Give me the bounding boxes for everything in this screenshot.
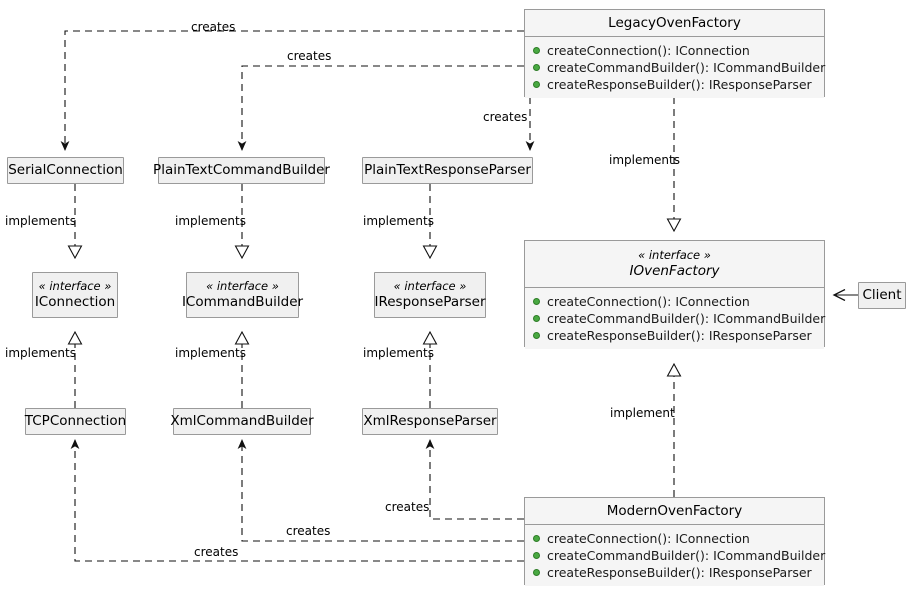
class-box-plain-text-response-parser[interactable]: PlainTextResponseParser <box>362 157 533 184</box>
stereotype-iresponseparser: « interface » <box>393 279 467 293</box>
interface-box-iconnection[interactable]: « interface » IConnection <box>32 272 118 318</box>
class-box-plain-text-command-builder[interactable]: PlainTextCommandBuilder <box>153 157 330 184</box>
class-box-tcp-connection[interactable]: TCPConnection <box>25 408 126 435</box>
class-member: createResponseBuilder(): IResponseParser <box>525 564 824 581</box>
interface-name-ioven-factory: IOvenFactory <box>629 262 720 279</box>
public-visibility-icon <box>533 81 540 88</box>
edge-label-implements-serial: implements <box>5 214 76 228</box>
class-name-plain-text-response-parser: PlainTextResponseParser <box>364 161 531 178</box>
class-name-tcp-connection: TCPConnection <box>24 412 127 429</box>
class-name-modern-oven-factory: ModernOvenFactory <box>606 502 743 519</box>
class-box-xml-command-builder[interactable]: XmlCommandBuilder <box>170 408 314 435</box>
member-label: createResponseBuilder(): IResponseParser <box>547 77 812 92</box>
public-visibility-icon <box>533 298 540 305</box>
edge-label-implements-xml-response: implements <box>363 346 434 360</box>
class-member: createCommandBuilder(): ICommandBuilder <box>525 547 826 564</box>
class-name-xml-response-parser: XmlResponseParser <box>363 412 497 429</box>
edge-label-creates-modern-xml-response: creates <box>385 500 430 514</box>
edge-creates-modern-xml-response <box>425 439 524 520</box>
edge-label-implements-xml-command: implements <box>175 346 246 360</box>
class-member: createResponseBuilder(): IResponseParser <box>525 327 824 344</box>
interface-box-icommandbuilder[interactable]: « interface » ICommandBuilder <box>182 272 303 318</box>
interface-title-ioven-factory: « interface » IOvenFactory <box>525 241 824 288</box>
member-label: createResponseBuilder(): IResponseParser <box>547 565 812 580</box>
edge-label-implements-legacy-factory: implements <box>609 153 680 167</box>
interface-name-icommandbuilder: ICommandBuilder <box>181 293 304 310</box>
stereotype-iconnection: « interface » <box>38 279 112 293</box>
member-label: createCommandBuilder(): ICommandBuilder <box>547 548 826 563</box>
stereotype-icommandbuilder: « interface » <box>206 279 279 293</box>
class-name-legacy-oven-factory: LegacyOvenFactory <box>608 14 741 31</box>
class-name-client: Client <box>862 286 902 303</box>
class-box-legacy-oven-factory[interactable]: LegacyOvenFactory createConnection(): IC… <box>524 9 826 98</box>
member-label: createConnection(): IConnection <box>547 294 750 309</box>
edge-label-implement-modern-factory: implement <box>610 406 675 420</box>
class-box-client[interactable]: Client <box>858 282 906 309</box>
interface-box-ioven-factory[interactable]: « interface » IOvenFactory createConnect… <box>524 240 826 349</box>
class-member: createCommandBuilder(): ICommandBuilder <box>525 59 826 76</box>
edge-label-creates-modern-xml-command: creates <box>286 524 331 538</box>
public-visibility-icon <box>533 552 540 559</box>
class-title-legacy-oven-factory: LegacyOvenFactory <box>525 10 824 37</box>
edge-label-implements-tcp: implements <box>5 346 76 360</box>
class-member: createConnection(): IConnection <box>525 293 824 310</box>
member-label: createResponseBuilder(): IResponseParser <box>547 328 812 343</box>
edge-creates-modern-xml-command <box>237 439 524 542</box>
class-member: createConnection(): IConnection <box>525 42 824 59</box>
public-visibility-icon <box>533 64 540 71</box>
class-name-plain-text-command-builder: PlainTextCommandBuilder <box>153 161 330 178</box>
member-label: createCommandBuilder(): ICommandBuilder <box>547 60 826 75</box>
class-members-modern-oven-factory: createConnection(): IConnection createCo… <box>525 525 826 586</box>
class-name-serial-connection: SerialConnection <box>8 161 123 178</box>
class-member: createCommandBuilder(): ICommandBuilder <box>525 310 826 327</box>
interface-box-iresponseparser[interactable]: « interface » IResponseParser <box>374 272 486 318</box>
edge-label-creates-legacy-plaintext-response: creates <box>483 110 528 124</box>
member-label: createConnection(): IConnection <box>547 43 750 58</box>
class-members-legacy-oven-factory: createConnection(): IConnection createCo… <box>525 37 826 98</box>
class-box-serial-connection[interactable]: SerialConnection <box>7 157 124 184</box>
public-visibility-icon <box>533 569 540 576</box>
interface-name-iresponseparser: IResponseParser <box>374 293 486 310</box>
class-member: createConnection(): IConnection <box>525 530 824 547</box>
public-visibility-icon <box>533 47 540 54</box>
member-label: createConnection(): IConnection <box>547 531 750 546</box>
interface-name-iconnection: IConnection <box>34 293 116 310</box>
class-name-xml-command-builder: XmlCommandBuilder <box>170 412 314 429</box>
edge-label-implements-plaintext-response: implements <box>363 214 434 228</box>
edge-label-creates-modern-tcp: creates <box>194 545 239 559</box>
public-visibility-icon <box>533 332 540 339</box>
public-visibility-icon <box>533 535 540 542</box>
edge-label-creates-legacy-plaintext-command: creates <box>287 49 332 63</box>
public-visibility-icon <box>533 315 540 322</box>
class-title-modern-oven-factory: ModernOvenFactory <box>525 498 824 525</box>
class-member: createResponseBuilder(): IResponseParser <box>525 76 824 93</box>
edge-label-implements-plaintext-command: implements <box>175 214 246 228</box>
edge-label-creates-legacy-serial: creates <box>191 20 236 34</box>
edge-creates-modern-tcp <box>70 439 524 562</box>
interface-members-ioven-factory: createConnection(): IConnection createCo… <box>525 288 826 349</box>
stereotype-ioven-factory: « interface » <box>638 248 711 263</box>
class-box-xml-response-parser[interactable]: XmlResponseParser <box>362 408 498 435</box>
class-box-modern-oven-factory[interactable]: ModernOvenFactory createConnection(): IC… <box>524 497 826 586</box>
edge-creates-legacy-plaintext-command <box>237 65 524 151</box>
member-label: createCommandBuilder(): ICommandBuilder <box>547 311 826 326</box>
